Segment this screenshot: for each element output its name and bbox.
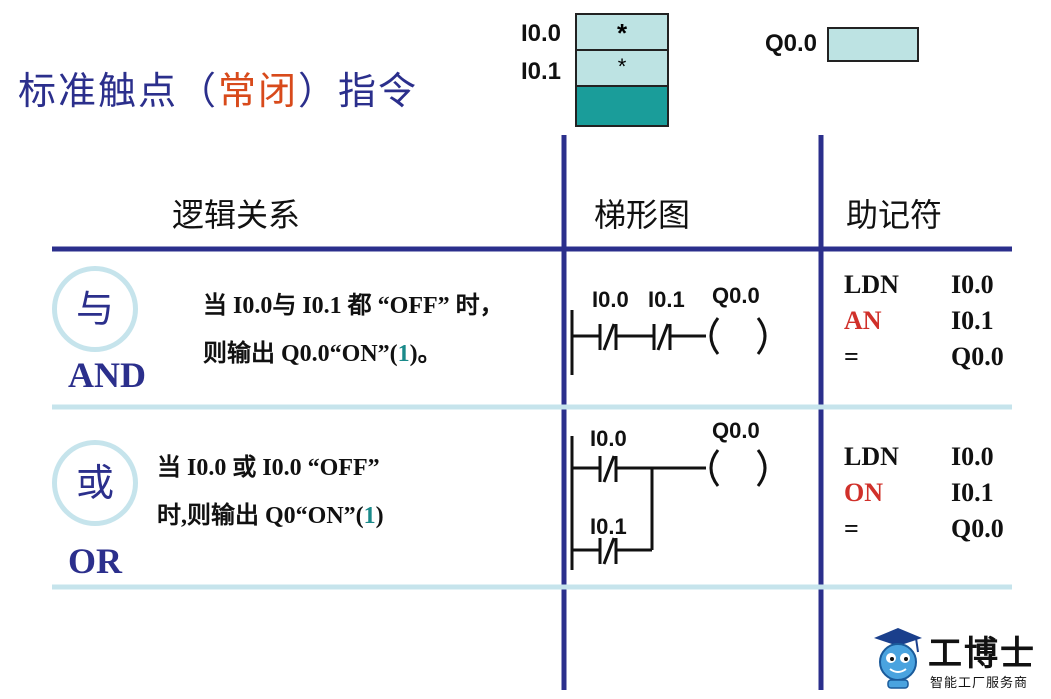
or-desc-line1: 当 I0.0 或 I0.0 “OFF” — [157, 455, 380, 481]
or-mn-arg1: I0.0 — [951, 442, 994, 471]
and-desc-line1: 当 I0.0与 I0.1 都 “OFF” 时， — [203, 293, 504, 319]
or-desc-num: 1 — [363, 503, 376, 529]
logo-subtitle: 智能工厂服务商 — [930, 676, 1029, 691]
or-mn-arg2: I0.1 — [951, 478, 994, 507]
label-i00: I0.0 — [521, 20, 562, 47]
or-contact1-label: I0.0 — [590, 426, 627, 451]
cell-i00: * — [575, 13, 669, 51]
and-desc-num: 1 — [397, 341, 410, 367]
and-description: 当 I0.0与 I0.1 都 “OFF” 时， 则输出 Q0.0“ON”(1)。 — [203, 282, 504, 378]
logo-name: 工博士 — [928, 634, 1036, 674]
or-mn-op3: = — [844, 514, 859, 543]
and-mn-arg3: Q0.0 — [951, 342, 1004, 371]
or-mn-op2: ON — [844, 478, 883, 507]
and-mn-arg1: I0.0 — [951, 270, 994, 299]
and-label: AND — [68, 355, 146, 395]
or-mn-op1: LDN — [844, 442, 899, 471]
and-desc-line2: 则输出 Q0.0“ON”(1)。 — [203, 341, 442, 367]
cell-result — [575, 85, 669, 127]
header-ladder: 梯形图 — [594, 196, 691, 234]
header-mnemonic: 助记符 — [846, 196, 943, 234]
and-contact1-label: I0.0 — [592, 287, 629, 312]
mascot-icon — [874, 628, 922, 689]
and-ladder — [570, 310, 767, 375]
or-coil-label: Q0.0 — [712, 418, 760, 443]
and-mn-op2: AN — [844, 306, 882, 335]
or-description: 当 I0.0 或 I0.0 “OFF” 时,则输出 Q0“ON”(1) — [157, 444, 384, 540]
title-part1: 标准触点（ — [18, 69, 219, 113]
label-q00: Q0.0 — [765, 30, 818, 57]
cell-q00 — [827, 27, 919, 62]
or-label: OR — [68, 541, 122, 581]
and-coil-label: Q0.0 — [712, 283, 760, 308]
title-part2: ）指令 — [298, 69, 419, 113]
and-contact2-label: I0.1 — [648, 287, 685, 312]
or-desc-line2: 时,则输出 Q0“ON”(1) — [157, 503, 384, 529]
label-i01: I0.1 — [521, 58, 562, 85]
and-circle: 与 — [52, 266, 138, 352]
and-mn-op1: LDN — [844, 270, 899, 299]
and-mn-op3: = — [844, 342, 859, 371]
and-mn-arg2: I0.1 — [951, 306, 994, 335]
or-mn-arg3: Q0.0 — [951, 514, 1004, 543]
page-title: 标准触点（常闭）指令 — [18, 60, 418, 115]
or-contact2-label: I0.1 — [590, 514, 627, 539]
header-logic: 逻辑关系 — [172, 196, 301, 234]
title-highlight: 常闭 — [218, 69, 299, 113]
or-ladder — [570, 436, 767, 570]
or-circle: 或 — [52, 440, 138, 526]
